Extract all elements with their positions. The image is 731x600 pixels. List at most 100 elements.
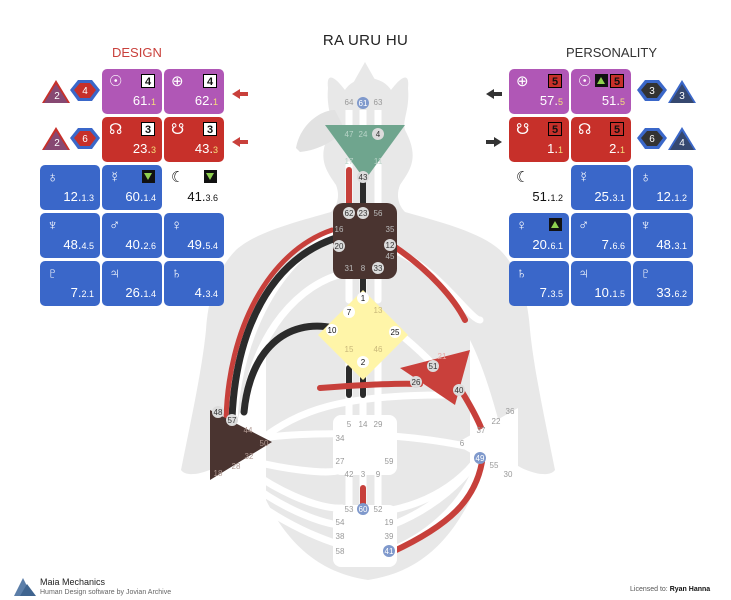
svg-text:40: 40 <box>455 386 464 395</box>
svg-text:5: 5 <box>347 420 352 429</box>
svg-text:38: 38 <box>336 532 345 541</box>
svg-text:33: 33 <box>374 264 383 273</box>
design-planet-tile[interactable]: ☋ 3 43.3 <box>164 117 224 162</box>
pluto-icon: ♇ <box>640 265 652 282</box>
svg-text:20: 20 <box>335 242 344 251</box>
svg-text:31: 31 <box>345 264 354 273</box>
svg-text:6: 6 <box>460 439 465 448</box>
design-planet-tile[interactable]: ☉ 4 61.1 <box>102 69 162 114</box>
svg-text:42: 42 <box>345 470 354 479</box>
svg-text:27: 27 <box>336 457 345 466</box>
throat-center <box>333 203 397 279</box>
svg-text:10: 10 <box>328 326 337 335</box>
earth-icon: ♁ <box>640 169 652 186</box>
personality-planet-tile[interactable]: ♁ 12.1.2 <box>633 165 693 210</box>
mercury-icon: ☿ <box>578 169 590 186</box>
moon-icon: ☾ <box>171 169 185 186</box>
badge: 3 <box>141 122 155 136</box>
svg-text:4: 4 <box>82 86 88 97</box>
chart-title: RA URU HU <box>322 32 409 49</box>
svg-text:43: 43 <box>359 173 368 182</box>
svg-text:11: 11 <box>374 157 383 166</box>
svg-text:49: 49 <box>476 454 485 463</box>
personality-planet-tile[interactable]: ♇ 33.6.2 <box>633 261 693 306</box>
venus-icon: ♀ <box>171 217 183 234</box>
design-planet-tile[interactable]: ♁ 12.1.3 <box>40 165 100 210</box>
svg-text:18: 18 <box>214 469 223 478</box>
svg-text:61: 61 <box>359 99 368 108</box>
svg-text:37: 37 <box>477 426 486 435</box>
design-planet-tile[interactable]: ☊ 3 23.3 <box>102 117 162 162</box>
svg-text:26: 26 <box>412 378 421 387</box>
svg-text:57: 57 <box>228 416 237 425</box>
badge: 4 <box>141 74 155 88</box>
personality-variables: 3 3 6 4 <box>637 80 696 150</box>
svg-text:39: 39 <box>385 532 394 541</box>
svg-text:29: 29 <box>374 420 383 429</box>
svg-text:30: 30 <box>504 470 513 479</box>
personality-planet-tile[interactable]: ♃ 10.1.5 <box>571 261 631 306</box>
design-planet-tile[interactable]: ♇ 7.2.1 <box>40 261 100 306</box>
saturn-icon: ♄ <box>516 265 528 282</box>
down-arrow-icon <box>142 170 155 183</box>
ajna-center <box>325 125 405 180</box>
personality-planet-tile[interactable]: ♀ 20.6.1 <box>509 213 569 258</box>
svg-text:3: 3 <box>361 470 366 479</box>
svg-text:3: 3 <box>679 91 685 102</box>
up-arrow-icon <box>549 218 562 231</box>
sun-icon: ☉ <box>109 73 123 90</box>
svg-text:24: 24 <box>359 130 368 139</box>
head-center <box>338 62 392 110</box>
spleen-center <box>210 410 272 480</box>
design-planet-tile[interactable]: ♀ 49.5.4 <box>164 213 224 258</box>
svg-text:7: 7 <box>347 308 352 317</box>
g-center <box>318 290 408 380</box>
svg-text:34: 34 <box>336 434 345 443</box>
personality-planet-tile[interactable]: ☊ 5 2.1 <box>571 117 631 162</box>
svg-text:45: 45 <box>386 252 395 261</box>
svg-text:52: 52 <box>374 505 383 514</box>
design-planet-tile[interactable]: ☾ 41.3.6 <box>164 165 224 210</box>
svg-text:51: 51 <box>429 362 438 371</box>
mercury-icon: ☿ <box>109 169 121 186</box>
svg-text:2: 2 <box>54 91 60 102</box>
personality-planet-tile[interactable]: ☋ 5 1.1 <box>509 117 569 162</box>
svg-text:55: 55 <box>490 461 499 470</box>
svg-text:22: 22 <box>492 417 501 426</box>
earth-icon: ⊕ <box>516 73 529 90</box>
design-planet-tile[interactable]: ♃ 26.1.4 <box>102 261 162 306</box>
svg-text:12: 12 <box>386 241 395 250</box>
personality-planet-tile[interactable]: ⊕ 5 57.5 <box>509 69 569 114</box>
badge: 4 <box>203 74 217 88</box>
design-column-label: DESIGN <box>112 45 162 60</box>
personality-planet-tile[interactable]: ☉ 5 51.5 <box>571 69 631 114</box>
design-planet-tile[interactable]: ♂ 40.2.6 <box>102 213 162 258</box>
mars-icon: ♂ <box>109 217 121 234</box>
design-planet-tile[interactable]: ☿ 60.1.4 <box>102 165 162 210</box>
personality-planet-tile[interactable]: ♄ 7.3.5 <box>509 261 569 306</box>
svg-text:21: 21 <box>438 352 447 361</box>
moon-icon: ☾ <box>516 169 530 186</box>
design-planet-tile[interactable]: ♆ 48.4.5 <box>40 213 100 258</box>
svg-text:56: 56 <box>374 209 383 218</box>
svg-text:47: 47 <box>345 130 354 139</box>
venus-icon: ♀ <box>516 217 528 234</box>
svg-text:4: 4 <box>679 138 685 149</box>
personality-planet-tile[interactable]: ☾ 51.1.2 <box>509 165 569 210</box>
svg-text:13: 13 <box>374 306 383 315</box>
svg-text:16: 16 <box>335 225 344 234</box>
personality-planet-tile[interactable]: ♆ 48.3.1 <box>633 213 693 258</box>
badge: 5 <box>610 74 624 88</box>
design-planet-tile[interactable]: ♄ 4.3.4 <box>164 261 224 306</box>
svg-text:14: 14 <box>359 420 368 429</box>
personality-planet-tile[interactable]: ☿ 25.3.1 <box>571 165 631 210</box>
svg-text:64: 64 <box>345 98 354 107</box>
svg-text:23: 23 <box>359 209 368 218</box>
jupiter-icon: ♃ <box>578 265 590 282</box>
personality-column-label: PERSONALITY <box>566 45 658 60</box>
svg-text:53: 53 <box>345 505 354 514</box>
svg-text:8: 8 <box>361 264 366 273</box>
personality-planet-tile[interactable]: ♂ 7.6.6 <box>571 213 631 258</box>
svg-text:36: 36 <box>506 407 515 416</box>
design-planet-tile[interactable]: ⊕ 4 62.1 <box>164 69 224 114</box>
